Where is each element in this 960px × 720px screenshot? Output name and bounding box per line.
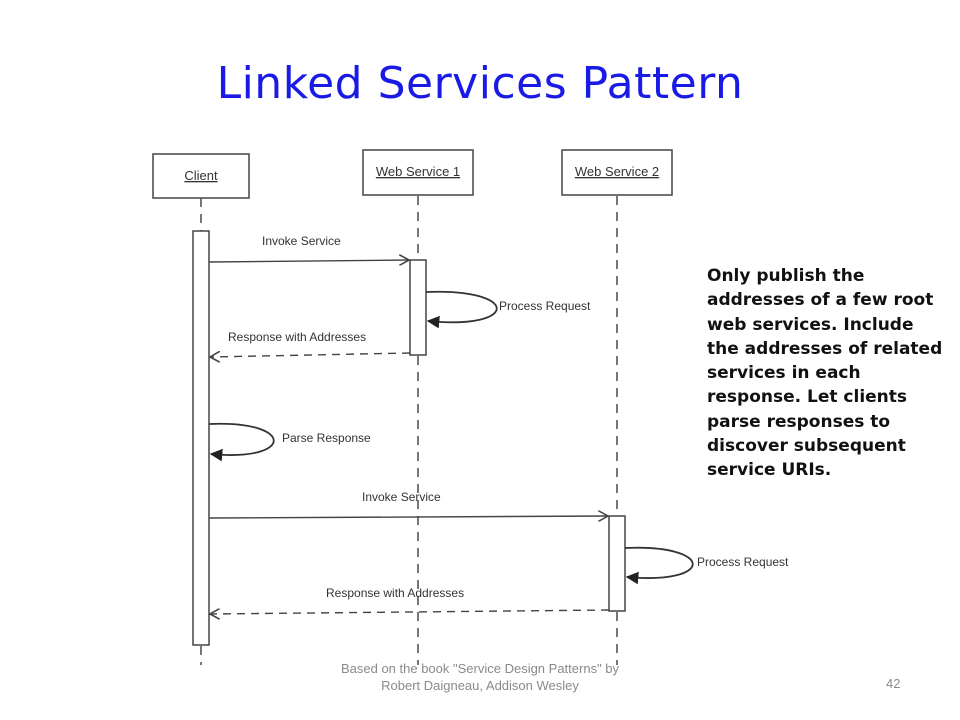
message-invoke-service-1: Invoke Service <box>208 234 409 262</box>
participant-web-service-1-label: Web Service 1 <box>376 164 460 179</box>
message-process-request-2-label: Process Request <box>697 555 789 569</box>
message-response-2: Response with Addresses <box>210 586 610 614</box>
web-service-1-activation-bar <box>409 259 427 356</box>
message-parse-response: Parse Response <box>208 422 371 462</box>
footer-source: Based on the book "Service Design Patter… <box>340 661 620 693</box>
message-process-request-1: Process Request <box>425 290 591 329</box>
slide-number: 42 <box>886 676 901 691</box>
message-response-1-label: Response with Addresses <box>228 330 366 344</box>
message-parse-response-label: Parse Response <box>282 431 371 445</box>
message-invoke-service-2-label: Invoke Service <box>362 490 441 504</box>
message-response-2-label: Response with Addresses <box>326 586 464 600</box>
client-activation-bar <box>192 230 210 646</box>
message-invoke-service-2: Invoke Service <box>208 490 608 518</box>
message-process-request-2: Process Request <box>624 546 789 585</box>
message-invoke-service-1-label: Invoke Service <box>262 234 341 248</box>
message-process-request-1-label: Process Request <box>499 299 591 313</box>
participant-client-label: Client <box>184 168 218 183</box>
participant-client: Client <box>152 153 250 199</box>
message-response-1: Response with Addresses <box>210 330 411 357</box>
slide-title: Linked Services Pattern <box>216 58 744 109</box>
side-note: Only publish the addresses of a few root… <box>707 266 943 481</box>
participant-web-service-2-label: Web Service 2 <box>575 164 659 179</box>
participant-web-service-2: Web Service 2 <box>561 149 673 196</box>
web-service-2-activation-bar <box>608 515 626 612</box>
participant-web-service-1: Web Service 1 <box>362 149 474 196</box>
